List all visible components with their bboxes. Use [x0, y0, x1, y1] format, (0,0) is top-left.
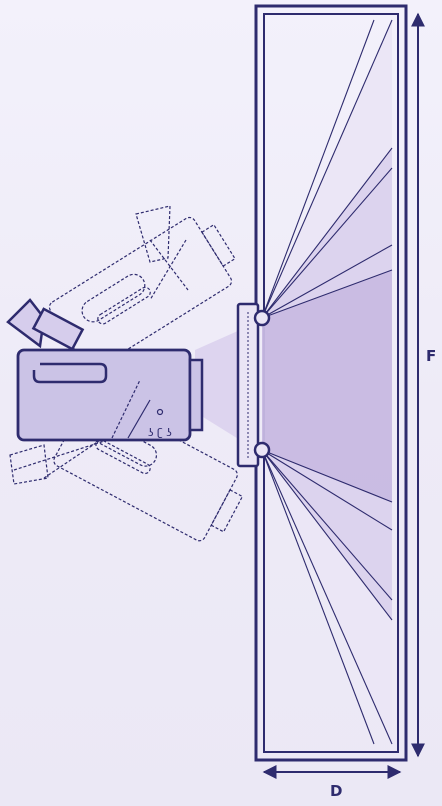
light-fans: [261, 19, 393, 745]
lens-housing: [195, 302, 271, 468]
lower-emitter: [253, 441, 271, 459]
depth-label: D: [330, 782, 343, 800]
video-camera-icon: ʖ ʗ ʖ: [6, 298, 204, 442]
upper-emitter: [253, 309, 271, 327]
projection-beam: [195, 330, 240, 440]
svg-text:ʖ ʗ ʖ: ʖ ʗ ʖ: [148, 426, 172, 439]
dimension-arrows: [262, 12, 425, 779]
center-fan: [262, 270, 392, 502]
frame-height-label: F: [426, 347, 437, 365]
